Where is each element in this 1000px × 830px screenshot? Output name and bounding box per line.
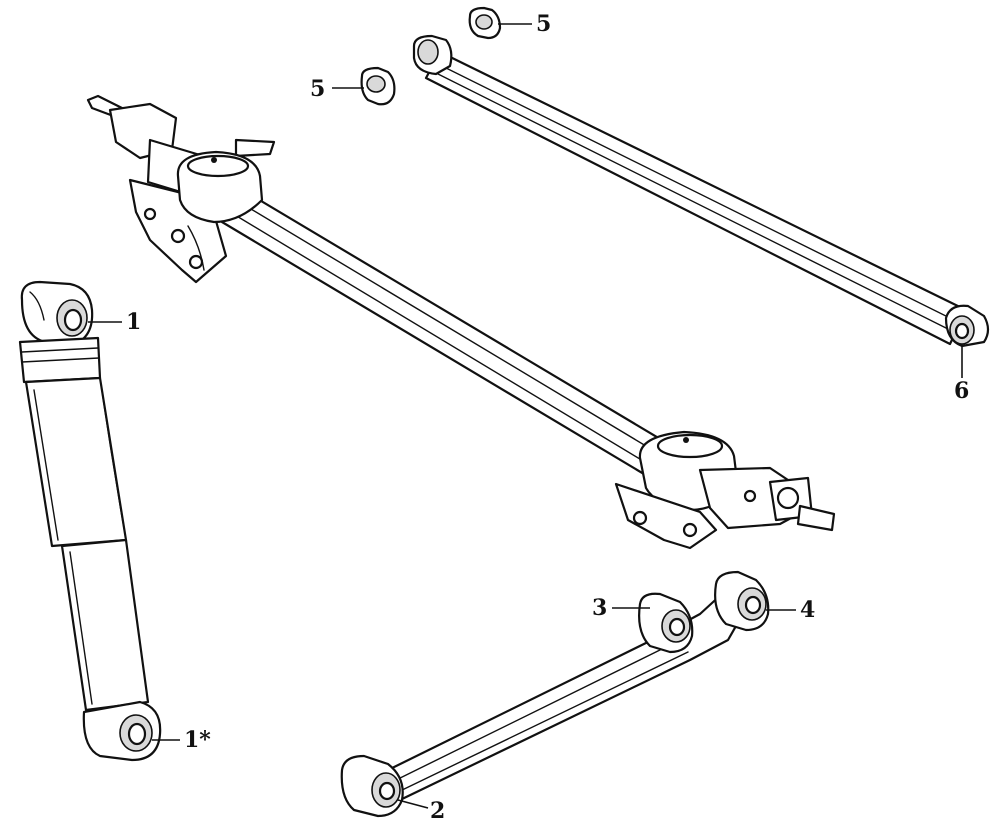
rear-axle-beam	[86, 94, 836, 550]
callout-panhard-bushing-mid: 5	[310, 76, 326, 102]
callout-shock-top-bushing: 1	[126, 309, 142, 335]
right-hub	[614, 430, 836, 550]
callout-trailing-arm-rear-bushing-a: 3	[592, 595, 608, 621]
trailing-arm	[340, 570, 770, 818]
callout-panhard-bushing-end: 6	[954, 378, 970, 404]
front-bushing-2	[340, 754, 404, 818]
callout-trailing-arm-rear-bushing-b: 4	[800, 597, 816, 623]
callout-panhard-bushing-top: 5	[536, 11, 552, 37]
panhard-bushing-top	[468, 6, 502, 40]
left-hub	[86, 94, 276, 284]
shock-absorber	[18, 280, 162, 762]
shock-top-eye	[20, 280, 94, 347]
panhard-rod	[412, 34, 990, 348]
rear-bushing-3	[638, 592, 694, 654]
panhard-bushing-mid	[360, 66, 396, 106]
leader-lines	[88, 23, 963, 809]
rear-bushing-4	[714, 570, 770, 632]
callout-trailing-arm-front-bushing: 2	[430, 798, 446, 824]
callout-shock-bottom-bushing: 1*	[184, 727, 211, 753]
shock-bottom-eye	[82, 700, 162, 762]
